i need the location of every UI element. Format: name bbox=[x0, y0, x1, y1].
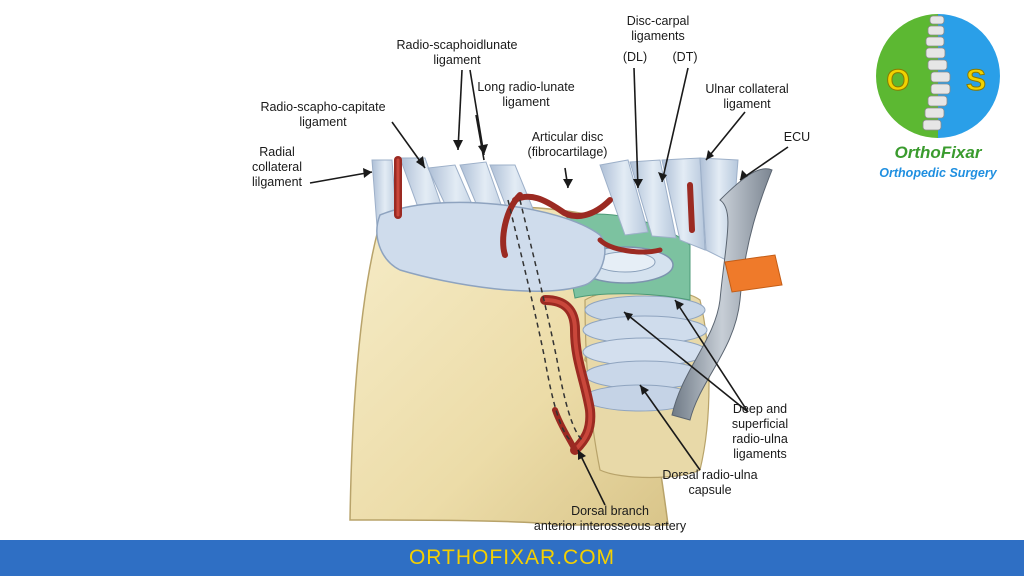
logo-blue-half bbox=[938, 14, 1000, 138]
logo-left-letter: O bbox=[886, 64, 909, 97]
label-line: Disc-carpal bbox=[626, 14, 690, 28]
label-ulnar-collateral: Ulnar collateral ligament bbox=[692, 82, 802, 112]
label-line: Deep and bbox=[732, 402, 788, 416]
radio-ulna-capsule bbox=[582, 295, 708, 412]
label-line: lilgament bbox=[251, 175, 303, 189]
label-articular-disc: Articular disc (fibrocartilage) bbox=[515, 130, 620, 160]
arteries bbox=[394, 156, 695, 455]
label-line: ligament bbox=[723, 97, 771, 111]
label-line: anterior interosseous artery bbox=[533, 519, 687, 533]
label-line: capsule bbox=[688, 483, 732, 497]
label-dorsal-radio-ulna: Dorsal radio-ulna capsule bbox=[645, 468, 775, 498]
label-line: ligament bbox=[502, 95, 550, 109]
logo-title: OrthoFixar bbox=[894, 143, 982, 162]
label-line: ligament bbox=[299, 115, 347, 129]
logo-right-letter: S bbox=[966, 64, 986, 97]
radius-articular-surface bbox=[376, 201, 606, 292]
footer-link[interactable]: ORTHOFIXAR.COM bbox=[408, 546, 616, 569]
label-line: Long radio-lunate bbox=[477, 80, 575, 94]
footer-bar: ORTHOFIXAR.COM bbox=[0, 540, 1024, 576]
label-line: ligament bbox=[433, 53, 481, 67]
label-line: Radio-scapho-capitate bbox=[260, 100, 386, 114]
artery-dashed-course bbox=[507, 199, 571, 441]
label-long-radio-lunate: Long radio-lunate ligament bbox=[456, 80, 596, 110]
label-line: collateral bbox=[251, 160, 303, 174]
label-line: radio-ulna bbox=[732, 432, 788, 446]
label-line: superficial bbox=[731, 417, 789, 431]
label-radio-scapho-capitate: Radio-scapho-capitate ligament bbox=[238, 100, 408, 130]
label-line: (fibrocartilage) bbox=[527, 145, 608, 159]
label-line: Dorsal branch bbox=[571, 504, 649, 518]
label-line: Ulnar collateral bbox=[705, 82, 789, 96]
leader-lines bbox=[309, 67, 789, 506]
label-line: ligaments bbox=[733, 447, 787, 461]
label-line: Radio-scaphoidlunate bbox=[396, 38, 518, 52]
ecu-tendon bbox=[671, 168, 773, 421]
label-radial-collateral: Radial collateral lilgament bbox=[245, 145, 309, 190]
ecu-sheath-band bbox=[724, 254, 783, 293]
spine-icon bbox=[922, 15, 951, 131]
label-dorsal-branch: Dorsal branch anterior interosseous arte… bbox=[500, 504, 720, 534]
label-line: Radial bbox=[259, 145, 295, 159]
logo-green-half bbox=[876, 14, 938, 138]
label-dl: (DL) bbox=[622, 50, 648, 64]
label-line: Articular disc bbox=[531, 130, 604, 144]
label-ecu: ECU bbox=[783, 130, 811, 144]
label-deep-superficial: Deep and superficial radio-ulna ligament… bbox=[710, 402, 810, 462]
orthofixar-logo: O S bbox=[876, 14, 1000, 138]
label-line: Dorsal radio-ulna bbox=[662, 468, 758, 482]
arrow-heads bbox=[363, 140, 748, 460]
label-line: ligaments bbox=[631, 29, 685, 43]
label-dt: (DT) bbox=[672, 50, 698, 64]
label-disc-carpal: Disc-carpal ligaments bbox=[608, 14, 708, 44]
label-radio-scaphoidlunate: Radio-scaphoidlunate ligament bbox=[372, 38, 542, 68]
logo-subtitle: Orthopedic Surgery bbox=[879, 166, 997, 180]
